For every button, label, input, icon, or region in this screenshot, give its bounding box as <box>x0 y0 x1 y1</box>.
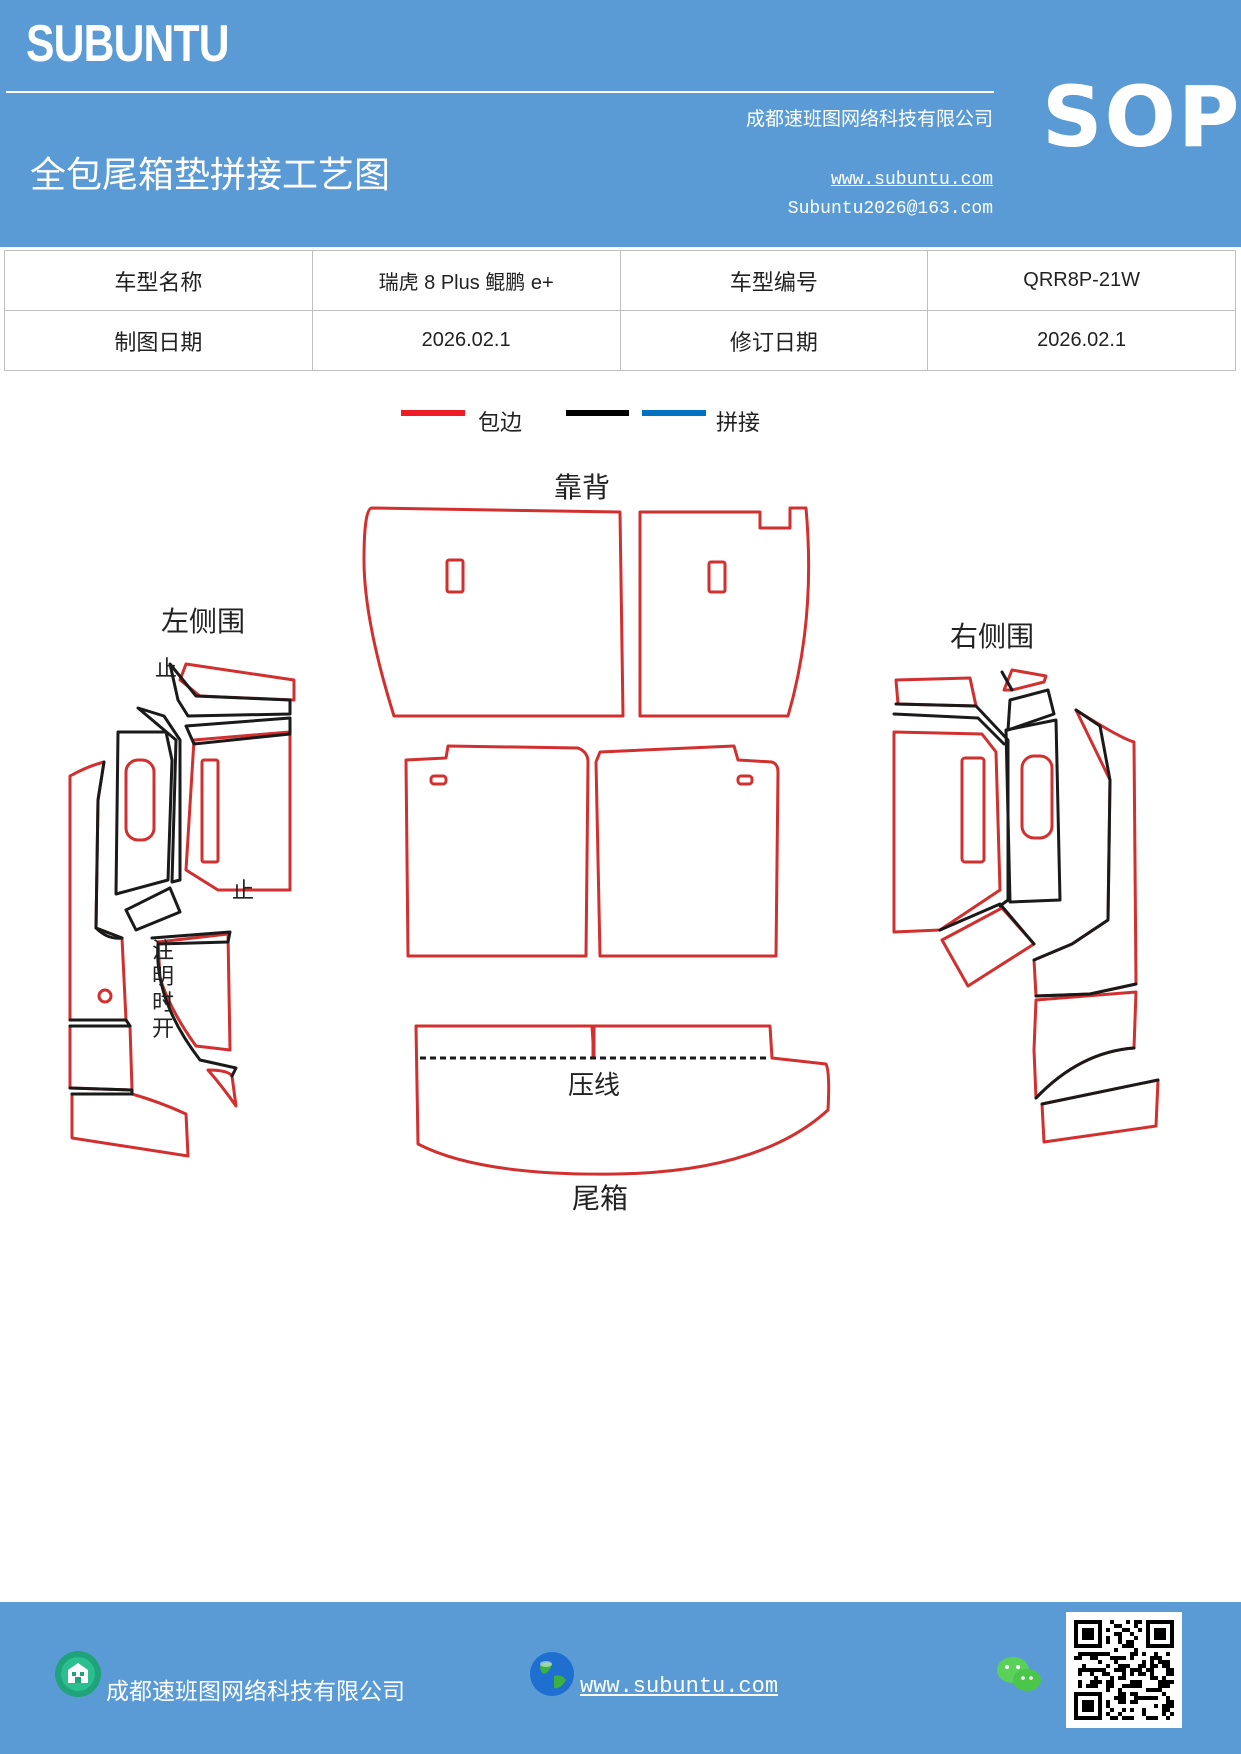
draw-date-value: 2026.02.1 <box>311 310 621 371</box>
globe-icon <box>530 1652 574 1696</box>
right-side-lower-a <box>1032 990 1138 1100</box>
legend-seam-swatch-black <box>566 410 629 416</box>
right-side-slot-1 <box>960 756 986 864</box>
left-side-slot-1 <box>124 758 156 842</box>
crease-label: 压线 <box>568 1071 620 1101</box>
right-side-slot-2 <box>1020 754 1054 840</box>
footer-url-link[interactable]: www.subuntu.com <box>580 1674 779 1699</box>
trunk-label: 尾箱 <box>572 1182 628 1215</box>
building-icon <box>55 1651 101 1697</box>
seat-right-piece <box>594 744 780 958</box>
draw-date-label: 制图日期 <box>4 310 313 371</box>
legend-seam-label: 拼接 <box>716 411 761 436</box>
backrest-right-piece <box>638 506 811 718</box>
left-side-slot-2 <box>200 758 220 864</box>
left-side-corner <box>206 1068 238 1108</box>
left-side-upper-panel <box>184 730 292 892</box>
mat-pattern-diagram: 靠背 左侧围 右侧围 压线 尾箱 止 止 注 明 时 开 <box>68 471 1160 1215</box>
note-char-3: 时 <box>152 991 174 1016</box>
stop-label-1: 止 <box>155 657 177 682</box>
left-side-bottom-b <box>70 1092 190 1158</box>
header-email: Subuntu2026@163.com <box>787 199 993 219</box>
page-title: 全包尾箱垫拼接工艺图 <box>30 155 391 196</box>
vehicle-info-table: 车型名称 瑞虎 8 Plus 鲲鹏 e+ 车型编号 QRR8P-21W 制图日期… <box>4 250 1236 371</box>
left-side-outer <box>68 760 128 1022</box>
right-side-label: 右侧围 <box>950 620 1034 653</box>
right-side-upper-panel <box>894 676 978 708</box>
seat-right-hole <box>736 774 754 786</box>
note-char-2: 明 <box>152 965 174 990</box>
footer-company: 成都速班图网络科技有限公司 <box>106 1679 405 1705</box>
left-side-bottom-a <box>68 1024 134 1092</box>
left-side-label: 左侧围 <box>161 605 245 638</box>
model-code-label: 车型编号 <box>619 250 929 311</box>
note-char-4: 开 <box>152 1017 174 1042</box>
stop-label-2: 止 <box>232 879 254 904</box>
header-url-link[interactable]: www.subuntu.com <box>830 170 993 190</box>
backrest-left-piece <box>362 506 625 718</box>
backrest-right-slot <box>707 560 727 594</box>
note-char-1: 注 <box>152 939 174 964</box>
header-banner: SUBUNTU 成都速班图网络科技有限公司 全包尾箱垫拼接工艺图 www.sub… <box>0 0 1241 247</box>
table-row: 车型名称 瑞虎 8 Plus 鲲鹏 e+ 车型编号 QRR8P-21W <box>4 250 1236 311</box>
left-side-hole <box>97 988 113 1004</box>
legend-edge-swatch <box>401 410 465 416</box>
footer-banner: 成都速班图网络科技有限公司 www.subuntu.com <box>0 1602 1241 1754</box>
model-name-label: 车型名称 <box>4 250 313 311</box>
brand-logo: SUBUNTU <box>26 15 230 73</box>
backrest-label: 靠背 <box>554 471 610 504</box>
model-name-value: 瑞虎 8 Plus 鲲鹏 e+ <box>311 250 621 311</box>
wechat-icon <box>997 1657 1041 1691</box>
backrest-left-slot <box>445 558 465 594</box>
seat-left-hole <box>429 774 448 786</box>
revision-date-value: 2026.02.1 <box>927 310 1236 371</box>
table-row: 制图日期 2026.02.1 修订日期 2026.02.1 <box>4 310 1236 371</box>
sop-badge: SOP <box>1042 68 1241 166</box>
right-side-top-cap <box>1002 668 1048 692</box>
header-divider <box>6 91 994 93</box>
legend-edge-label: 包边 <box>478 411 523 436</box>
model-code-value: QRR8P-21W <box>927 250 1236 311</box>
seat-left-piece <box>404 744 590 958</box>
revision-date-label: 修订日期 <box>619 310 929 371</box>
right-side-main-panel <box>892 730 1002 934</box>
trunk-floor-piece <box>414 1024 831 1176</box>
right-side-lower-b <box>1040 1078 1160 1144</box>
qr-code <box>1066 1612 1182 1728</box>
header-company: 成都速班图网络科技有限公司 <box>745 108 993 130</box>
legend-seam-swatch-blue <box>642 410 706 416</box>
